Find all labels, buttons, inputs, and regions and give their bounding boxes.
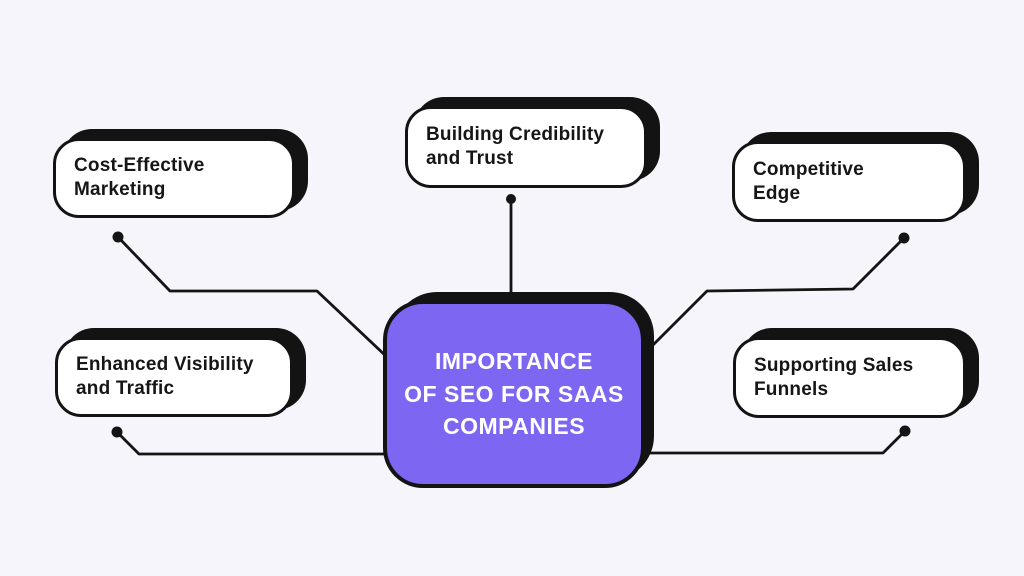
node-label-line: Building Credibility: [426, 124, 605, 146]
node-label-line: Supporting Sales: [754, 354, 914, 376]
node-card: Cost-Effective Marketing: [53, 138, 295, 218]
central-title-line: IMPORTANCE: [435, 348, 593, 375]
node-label-line: and Trust: [426, 148, 514, 169]
connector-dot-cost-effective-marketing: [112, 231, 124, 243]
connector-supporting-sales: [648, 430, 906, 455]
node-label-line: Marketing: [74, 179, 166, 200]
central-title-line: OF SEO FOR SAAS: [404, 380, 624, 407]
connector-competitive-edge: [647, 237, 905, 351]
central-title-line: COMPANIES: [442, 413, 586, 440]
connector-enhanced-visibility: [116, 431, 390, 456]
node-card: Competitive Edge: [732, 141, 966, 222]
node-label-line: Edge: [753, 182, 801, 204]
node-cost-effective-marketing: Cost-Effective Marketing: [53, 129, 308, 218]
connector-dot-supporting-sales: [899, 425, 911, 437]
node-label-line: Competitive: [753, 158, 864, 180]
node-competitive-edge: Competitive Edge: [732, 132, 979, 222]
node-enhanced-visibility-and-traffic: Enhanced Visibility and Traffic: [55, 328, 306, 417]
node-supporting-sales-funnels: Supporting Sales Funnels: [733, 328, 979, 418]
connector-cost-effective-marketing: [116, 236, 389, 360]
node-label-line: Cost-Effective: [74, 155, 205, 177]
node-card: Enhanced Visibility and Traffic: [55, 337, 293, 417]
node-card: Supporting Sales Funnels: [733, 337, 966, 418]
connector-dot-enhanced-visibility: [111, 426, 123, 438]
node-label-line: and Traffic: [76, 378, 175, 399]
node-label-line: Funnels: [754, 378, 829, 400]
node-label-line: Enhanced Visibility: [76, 354, 254, 376]
node-card: Building Credibility and Trust: [405, 106, 647, 188]
node-building-credibility-and-trust: Building Credibility and Trust: [405, 97, 660, 188]
connector-dot-building-credibility: [506, 194, 516, 204]
connector-dot-competitive-edge: [898, 232, 910, 244]
central-topic: IMPORTANCE OF SEO FOR SAAS COMPANIES: [383, 292, 654, 488]
central-topic-card: IMPORTANCE OF SEO FOR SAAS COMPANIES: [383, 300, 645, 488]
